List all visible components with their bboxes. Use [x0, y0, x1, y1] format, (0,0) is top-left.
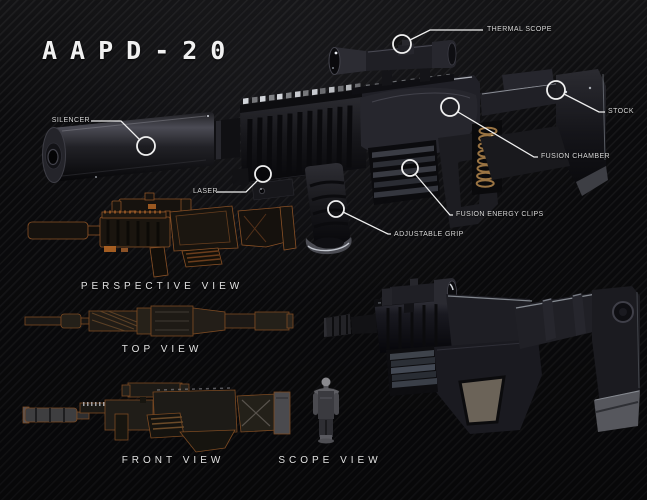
- callout-marker-fusion-chamber: [440, 97, 460, 117]
- view-label-perspective: PERSPECTIVE VIEW: [80, 281, 244, 292]
- handguard-slats: [246, 105, 353, 182]
- page-title: AAPD-20: [42, 36, 239, 65]
- stock-render: [480, 69, 608, 196]
- view-label-top: TOP VIEW: [121, 344, 203, 355]
- callout-marker-thermal-scope: [392, 34, 412, 54]
- callout-marker-fusion-energy-clips: [401, 159, 419, 177]
- figure-head: [321, 377, 331, 387]
- callout-marker-adjustable-grip: [327, 200, 345, 218]
- callout-marker-laser: [254, 165, 272, 183]
- callout-marker-stock: [546, 80, 566, 100]
- hero-render: [42, 39, 608, 255]
- callout-label-fusion-energy-clips: FUSION ENERGY CLIPS: [456, 211, 544, 218]
- top-view-render: [24, 305, 294, 337]
- view-label-scope: SCOPE VIEW: [278, 455, 382, 466]
- view-label-front: FRONT VIEW: [121, 455, 225, 466]
- leader-line-stock: [563, 93, 605, 113]
- callout-label-thermal-scope: THERMAL SCOPE: [487, 26, 552, 33]
- leader-line-adjustable-grip: [342, 211, 391, 235]
- leader-line-laser: [216, 179, 259, 193]
- callout-marker-silencer: [136, 136, 156, 156]
- callout-label-laser: LASER: [193, 188, 218, 195]
- callout-label-silencer: SILENCER: [51, 117, 90, 124]
- leader-line-thermal-scope: [409, 29, 483, 41]
- thermal-scope-render: [328, 39, 457, 95]
- callout-label-stock: STOCK: [608, 108, 634, 115]
- callout-label-adjustable-grip: ADJUSTABLE GRIP: [394, 231, 464, 238]
- callout-label-fusion-chamber: FUSION CHAMBER: [541, 153, 610, 160]
- rear-render: [324, 278, 640, 434]
- leader-line-fusion-energy-clips: [414, 173, 453, 216]
- laser-unit: [251, 178, 295, 201]
- leader-line-fusion-chamber: [457, 111, 538, 158]
- callout-markers: [91, 29, 605, 235]
- leader-line-silencer: [91, 120, 141, 141]
- front-view-render: [22, 382, 291, 453]
- scope-view-render: [313, 377, 339, 444]
- perspective-view-render: [27, 192, 297, 278]
